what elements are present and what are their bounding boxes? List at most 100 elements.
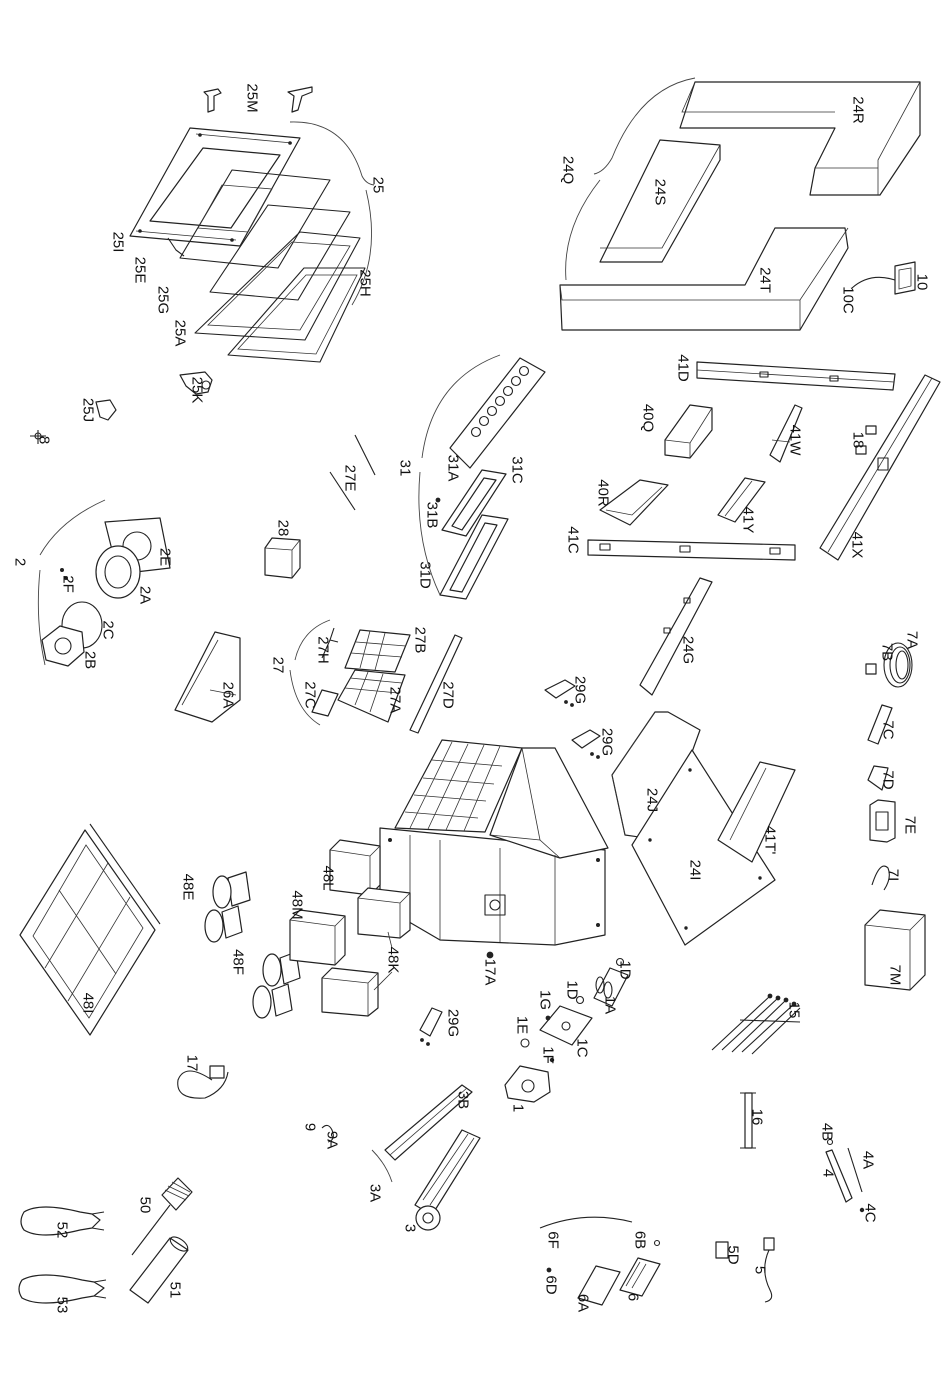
part-1F-screw [549, 1057, 555, 1063]
callout-4: 4 [820, 1169, 837, 1177]
part-1A-burner [593, 967, 629, 1007]
callout-16: 16 [749, 1109, 766, 1126]
callout-40Q: 40Q [640, 404, 657, 432]
callout-27E: 27E [342, 465, 359, 492]
callout-25M: 25M [244, 83, 261, 112]
callout-1C: 1C [574, 1038, 591, 1057]
callout-7C: 7C [880, 720, 897, 739]
callout-27: 27 [270, 657, 287, 674]
callout-2E: 2E [157, 548, 174, 566]
callout-25: 25 [370, 177, 387, 194]
callout-27A: 27A [387, 687, 404, 714]
callout-48F: 48F [230, 949, 247, 975]
part-25E-glass-panel [179, 169, 331, 269]
part-48F-casters [252, 951, 301, 1019]
brace-27 [289, 619, 331, 726]
callout-25H: 25H [357, 269, 374, 297]
callout-2: 2 [12, 558, 29, 566]
part-18-clips [855, 425, 877, 455]
part-27C-part [311, 689, 339, 717]
part-1-valve [504, 1065, 551, 1103]
part-24R-top-surround [679, 81, 921, 196]
callout-1: 1 [510, 1104, 527, 1112]
brace-25 [289, 121, 375, 306]
brace-2 [37, 499, 106, 666]
callout-17A: 17A [482, 959, 499, 986]
brace-24Q [565, 77, 696, 281]
callout-15: 15 [786, 1002, 803, 1019]
part-41T-bracket [717, 761, 796, 863]
part-8-screw [30, 430, 46, 444]
callout-24Q: 24Q [560, 156, 577, 184]
part-7M-box [864, 909, 926, 991]
part-41D-rail [696, 361, 896, 391]
part-24J-panel [611, 711, 701, 841]
part-48E-casters [204, 871, 251, 943]
callout-2F: 2F [60, 575, 77, 593]
callout-10C: 10C [840, 286, 857, 314]
part-41Y-bracket [717, 477, 766, 523]
part-2A-ring [95, 545, 141, 599]
part-28-box [264, 537, 301, 579]
part-1C-plate [539, 1005, 593, 1046]
callout-51: 51 [167, 1282, 184, 1299]
part-31D-tray-frame [439, 514, 509, 600]
callout-31: 31 [397, 460, 414, 477]
brace-31 [418, 354, 501, 596]
part-41X-channel [819, 374, 941, 561]
callout-41T: 41T' [762, 826, 779, 855]
part-51-tube [129, 1236, 189, 1304]
part-16-bar [740, 1092, 756, 1149]
part-48M-box [289, 909, 346, 966]
part-40R-bracket [599, 479, 669, 526]
part-3B-bracket [384, 1084, 473, 1161]
callout-7E: 7E [902, 816, 919, 834]
callout-41D: 41D [675, 354, 692, 382]
part-15-wire-harness [711, 993, 801, 1055]
callout-4C: 4C [862, 1203, 879, 1222]
callout-1D-2: 1D [564, 980, 581, 999]
callout-9: 9 [302, 1123, 319, 1131]
part-1D-nut-2 [575, 995, 585, 1005]
callout-25J: 25J [80, 398, 97, 422]
callout-48L: 48L [320, 865, 337, 890]
callout-31D: 31D [417, 561, 434, 589]
part-27B-brick-panel [344, 629, 411, 673]
leader-48K [373, 931, 393, 991]
callout-1E: 1E [514, 1016, 531, 1034]
part-48I-grid-frame [19, 823, 161, 1036]
callout-6D: 6D [543, 1275, 560, 1294]
callout-7A: 7A [904, 631, 921, 649]
part-25M-brackets [203, 86, 313, 113]
part-5D-connector [715, 1241, 729, 1259]
part-50-brush [131, 1177, 193, 1256]
callout-41W: 41W [787, 425, 804, 457]
part-27E-rods [329, 434, 376, 511]
callout-29G-3: 29G [445, 1009, 462, 1037]
part-25J-hinge [95, 399, 117, 421]
part-25G-gasket [209, 204, 351, 301]
part-5-power-cord [763, 1237, 775, 1303]
callout-1D-1: 1D [617, 960, 634, 979]
part-41C-rail [587, 539, 796, 561]
part-48K-box-lower [321, 967, 379, 1017]
callout-3B: 3B [455, 1091, 472, 1109]
part-26A-box [174, 631, 241, 723]
callout-6F: 6F [545, 1231, 562, 1249]
callout-18: 18 [850, 432, 867, 449]
part-53-spray-bottle [18, 1274, 107, 1304]
callout-7M: 7M [887, 965, 904, 986]
part-7B-part [865, 663, 877, 675]
part-6B-part [653, 1239, 661, 1247]
callout-24G: 24G [680, 636, 697, 664]
callout-25I: 25I [110, 232, 127, 253]
part-24T-bottom-surround [559, 227, 849, 331]
callout-48E: 48E [180, 874, 197, 901]
callout-25K: 25K [189, 377, 206, 404]
part-29G-bracket-2 [571, 729, 601, 759]
part-40Q-bracket [664, 404, 713, 459]
callout-8: 8 [36, 436, 53, 444]
callout-31C: 31C [509, 456, 526, 484]
callout-3A: 3A [367, 1184, 384, 1202]
